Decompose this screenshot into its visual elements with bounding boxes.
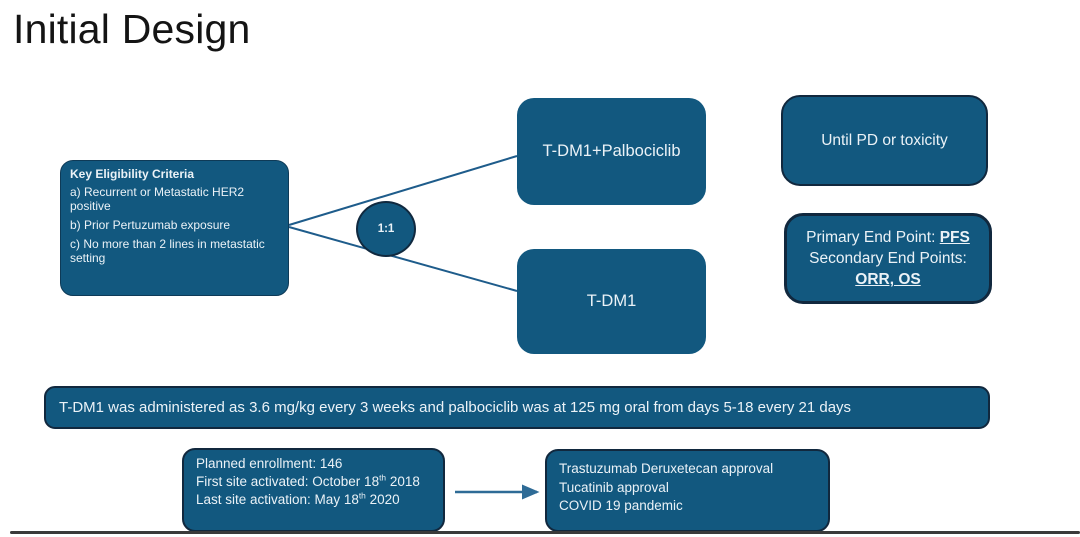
treatment-duration-box: Until PD or toxicity bbox=[781, 95, 988, 186]
eligibility-heading: Key Eligibility Criteria bbox=[70, 167, 195, 181]
treatment-duration-label: Until PD or toxicity bbox=[821, 131, 948, 149]
eligibility-criteria-box: Key Eligibility Criteria a) Recurrent or… bbox=[60, 160, 289, 296]
arm-tdm1-palbociclib-box: T-DM1+Palbociclib bbox=[517, 98, 706, 205]
eligibility-item-b: b) Prior Pertuzumab exposure bbox=[70, 217, 231, 232]
bottom-edge-bar bbox=[10, 531, 1080, 534]
dosing-text: T-DM1 was administered as 3.6 mg/kg ever… bbox=[59, 399, 852, 416]
page-title: Initial Design bbox=[13, 6, 251, 52]
arm2-label: T-DM1 bbox=[586, 292, 637, 310]
randomization-ratio-label: 1:1 bbox=[377, 223, 395, 235]
eligibility-item-c: c) No more than 2 lines in metastatic se… bbox=[70, 236, 265, 266]
arm-tdm1-box: T-DM1 bbox=[517, 249, 706, 354]
eligibility-item-a: a) Recurrent or Metastatic HER2 positive bbox=[70, 184, 245, 214]
arm1-label: T-DM1+Palbociclib bbox=[542, 142, 681, 160]
dosing-box: T-DM1 was administered as 3.6 mg/kg ever… bbox=[44, 386, 990, 429]
randomization-ratio-oval: 1:1 bbox=[356, 201, 416, 257]
